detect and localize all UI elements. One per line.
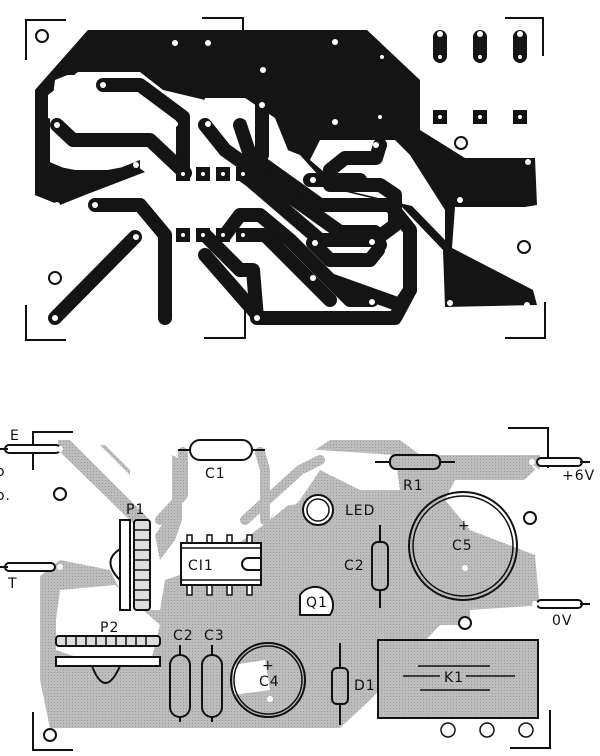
trimmer-p2: P2 bbox=[55, 620, 161, 684]
drill-holes bbox=[52, 31, 531, 321]
p2-label: P2 bbox=[100, 620, 119, 636]
relay-k1: K1 bbox=[377, 639, 539, 738]
plus-6v-label: +6V bbox=[562, 468, 595, 484]
corner-marks-bottom bbox=[32, 427, 551, 751]
led-label: LED bbox=[345, 503, 375, 519]
q1-label: Q1 bbox=[306, 595, 328, 611]
terminal-0v: 0V bbox=[532, 599, 590, 629]
electrolytic-c5: + C5 bbox=[408, 491, 518, 601]
mounting-holes-bottom bbox=[43, 487, 537, 742]
capacitor-c3: C3 bbox=[201, 628, 225, 722]
relay-pads bbox=[433, 30, 527, 124]
copper-traces bbox=[48, 78, 417, 325]
copper-side-layout bbox=[25, 17, 546, 341]
k1-label: K1 bbox=[444, 670, 464, 686]
c5-label: C5 bbox=[452, 538, 473, 554]
c1-label: C1 bbox=[205, 466, 226, 482]
transistor-q1: Q1 bbox=[299, 586, 335, 616]
c2-left-label: C2 bbox=[173, 628, 194, 644]
ground-plane bbox=[35, 30, 537, 307]
terminal-e: E bbox=[0, 428, 63, 454]
terminal-t: T bbox=[0, 562, 63, 592]
c3-label: C3 bbox=[204, 628, 225, 644]
c2-right-label: C2 bbox=[344, 558, 365, 574]
margin-mark-bottom: o. bbox=[0, 488, 11, 504]
capacitor-c1: C1 bbox=[178, 439, 265, 482]
terminal-t-label: T bbox=[7, 576, 18, 592]
diode-d1: D1 bbox=[331, 643, 376, 725]
c5-polarity: + bbox=[458, 518, 471, 534]
r1-label: R1 bbox=[403, 478, 424, 494]
p1-label: P1 bbox=[126, 502, 145, 518]
terminal-e-label: E bbox=[10, 428, 20, 444]
c4-label: C4 bbox=[259, 674, 280, 690]
component-side-copper bbox=[40, 440, 540, 728]
electrolytic-c4: + C4 bbox=[230, 642, 306, 718]
led: LED bbox=[302, 494, 375, 526]
mounting-holes bbox=[35, 29, 531, 285]
capacitor-c2-right: C2 bbox=[344, 525, 389, 608]
ic-ci1: CI1 bbox=[180, 534, 262, 596]
resistor-r1: R1 bbox=[375, 454, 455, 494]
ic-pads bbox=[176, 167, 250, 242]
c4-polarity: + bbox=[262, 658, 275, 674]
terminal-plus-6v: +6V bbox=[529, 457, 595, 484]
corner-marks bbox=[25, 17, 546, 341]
zero-v-label: 0V bbox=[552, 613, 572, 629]
capacitor-c2-left: C2 bbox=[169, 628, 194, 722]
trimmer-p1: P1 bbox=[109, 502, 151, 611]
component-side-layout: o o. bbox=[0, 427, 595, 751]
margin-mark-top: o bbox=[0, 464, 6, 480]
d1-label: D1 bbox=[354, 678, 376, 694]
ci1-label: CI1 bbox=[188, 558, 214, 574]
